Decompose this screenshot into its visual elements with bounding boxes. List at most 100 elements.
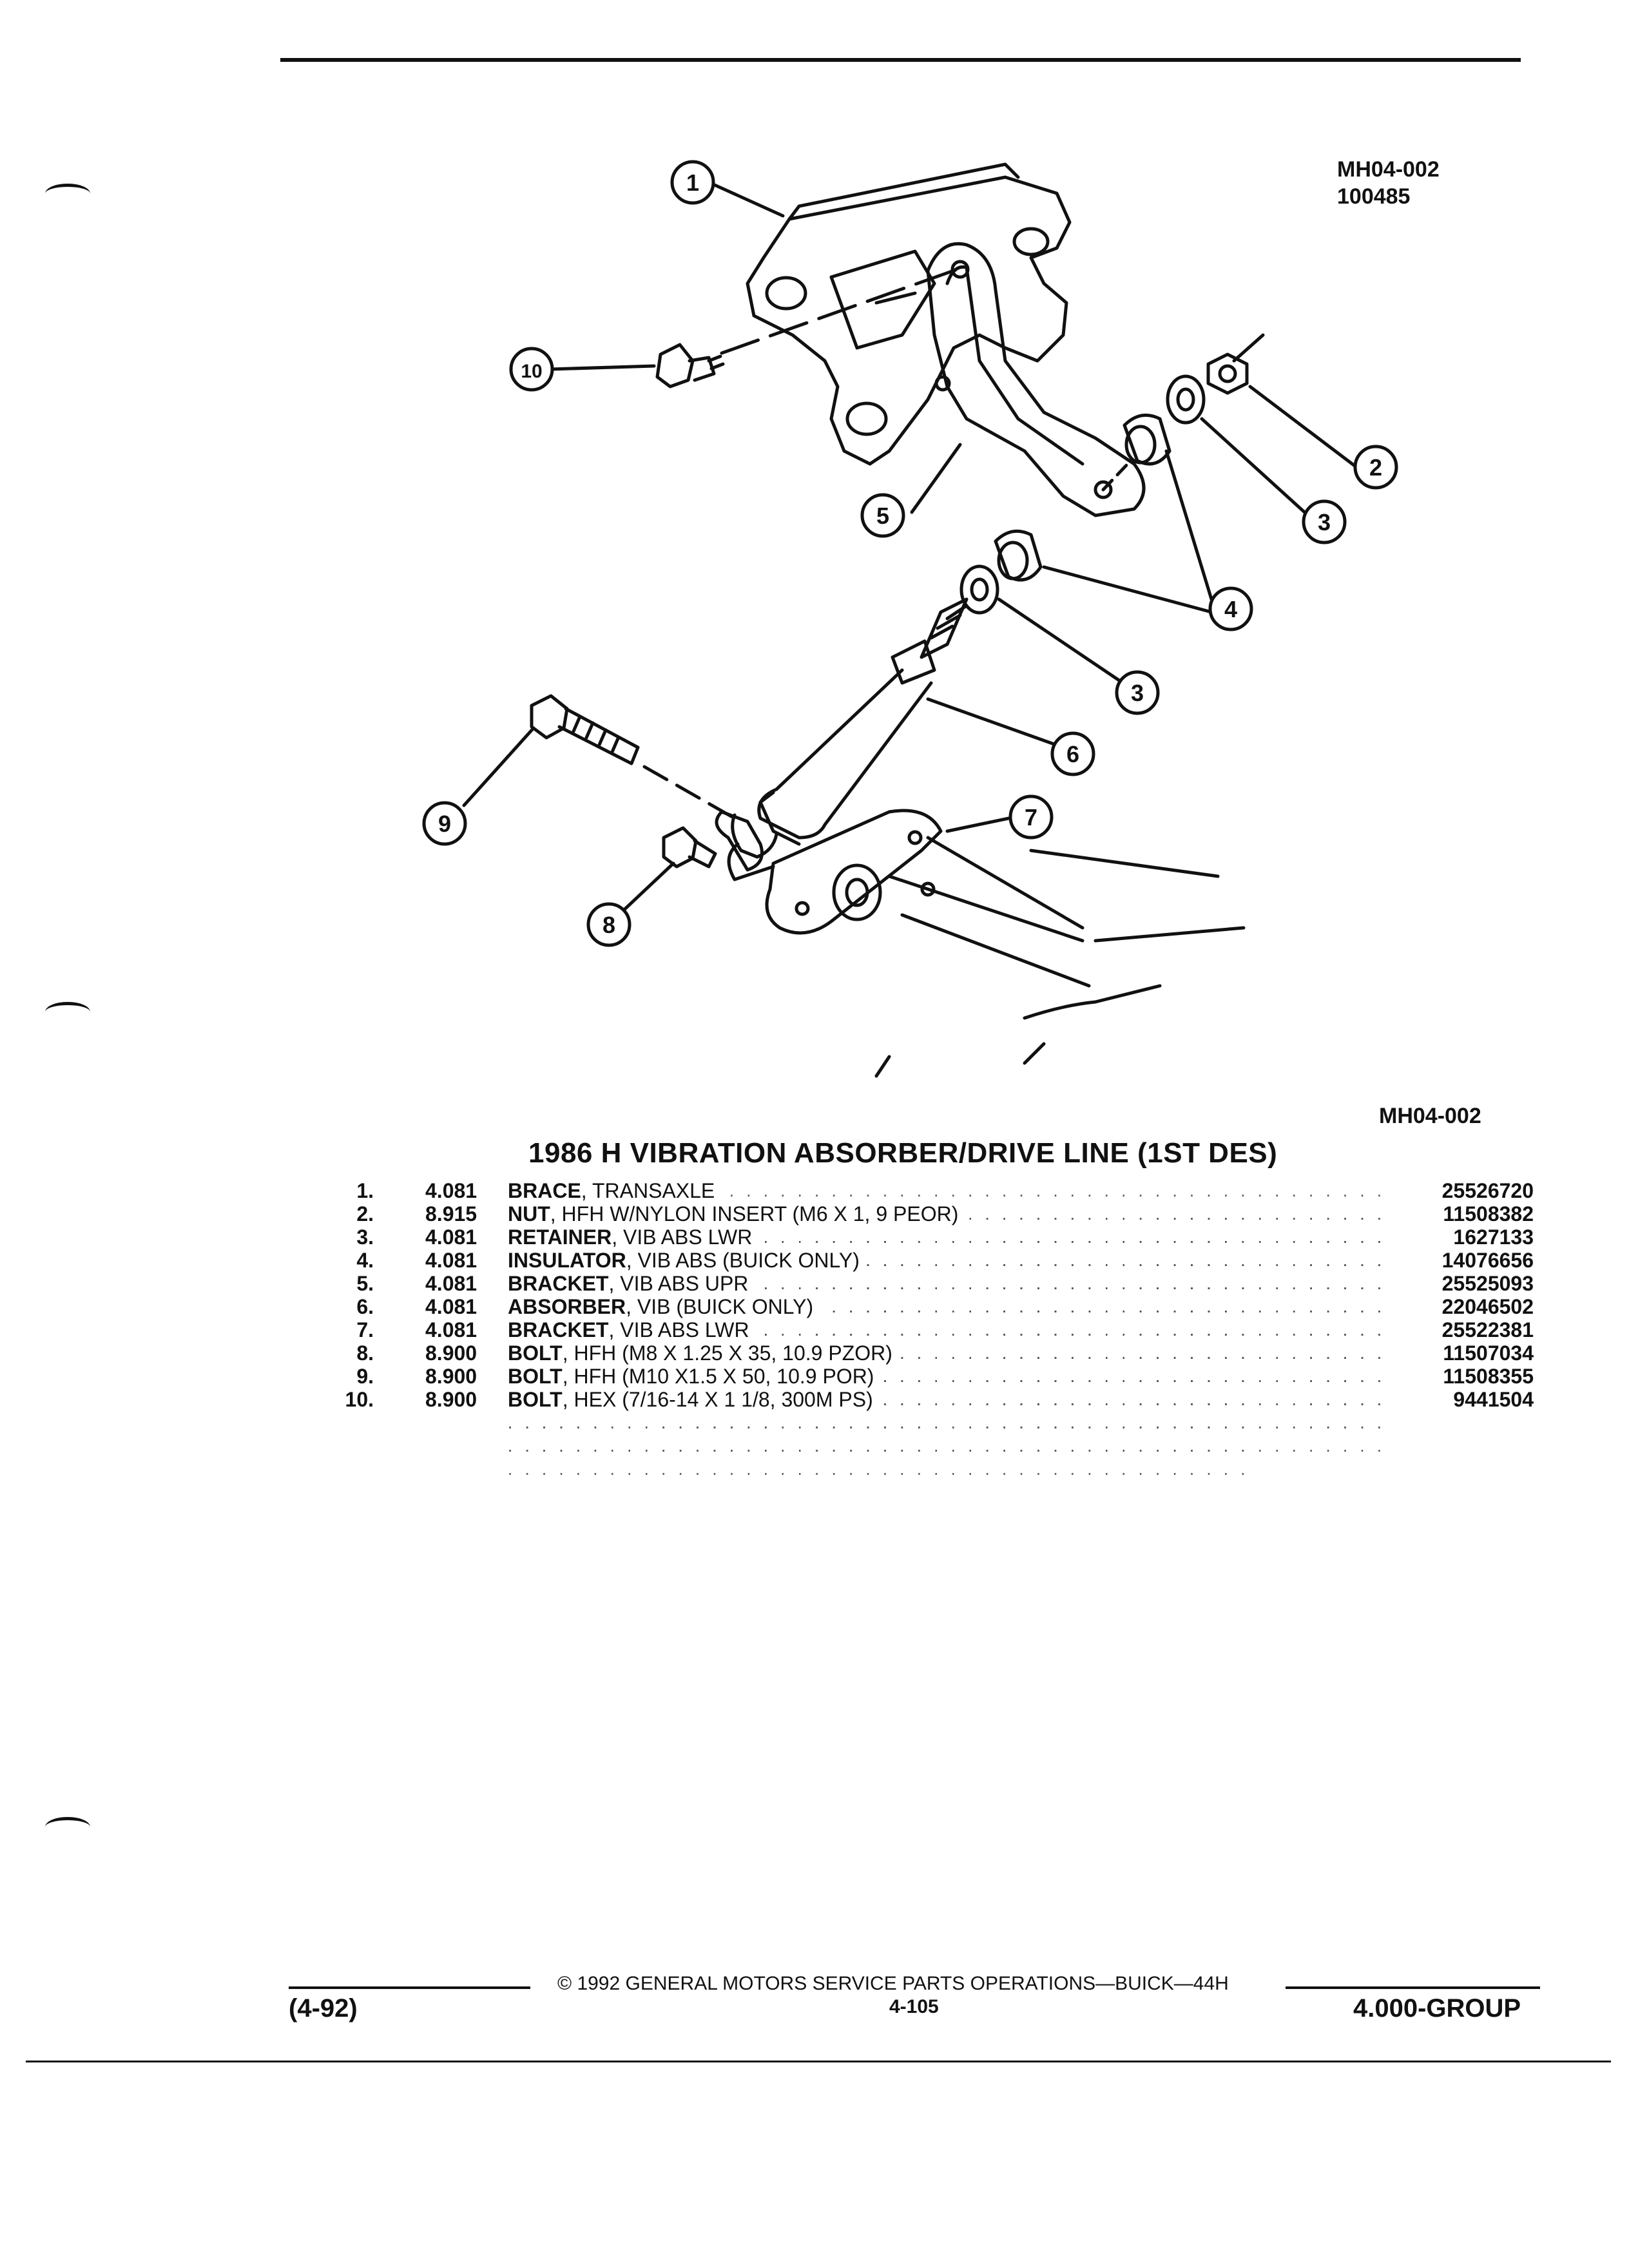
parts-list: 1.4.081. . . . . . . . . . . . . . . . .… — [335, 1179, 1534, 1479]
footer-rule-left — [289, 1986, 530, 1989]
part-number: 1627133 — [1447, 1225, 1534, 1249]
absorber-vib — [727, 597, 969, 881]
callout-circle — [670, 160, 715, 205]
brace-transaxle — [746, 162, 1072, 466]
bracket-vib-abs-upper — [926, 242, 1146, 517]
part-name: BOLT, HFH (M8 X 1.25 X 35, 10.9 PZOR) — [508, 1341, 899, 1365]
insulator-upper — [1123, 413, 1171, 466]
callout-circle — [422, 801, 467, 846]
part-index: 1. — [356, 1179, 374, 1202]
callout-circle — [1050, 731, 1095, 776]
parts-row: 4.4.081. . . . . . . . . . . . . . . . .… — [335, 1249, 1534, 1340]
part-group-code: 4.081 — [425, 1249, 477, 1272]
callout-4: 4 — [1224, 596, 1237, 622]
insulator-lower — [994, 529, 1043, 582]
callout-2: 2 — [1369, 454, 1382, 481]
bracket-vib-abs-lower — [715, 809, 943, 935]
part-number: 11507034 — [1436, 1341, 1534, 1365]
callout-10: 10 — [521, 361, 542, 382]
margin-mark — [45, 1002, 90, 1022]
callout-7: 7 — [1025, 804, 1037, 831]
callout-circle — [1208, 586, 1253, 631]
callout-circle — [509, 347, 554, 392]
callout-5: 5 — [876, 503, 889, 529]
parts-row: 10.8.900. . . . . . . . . . . . . . . . … — [335, 1388, 1534, 1479]
parts-row: 7.4.081. . . . . . . . . . . . . . . . .… — [335, 1318, 1534, 1409]
callout-circle — [1353, 445, 1398, 490]
footer-page-number: 4-105 — [889, 1996, 939, 2017]
footer-date-code: (4-92) — [289, 1994, 358, 2023]
bottom-rule — [26, 2061, 1611, 2062]
parts-list-title: 1986 H VIBRATION ABSORBER/DRIVE LINE (1S… — [528, 1137, 1278, 1169]
callout-circle — [586, 902, 631, 947]
part-group-code: 4.081 — [425, 1295, 477, 1318]
part-name: BRACKET, VIB ABS UPR — [508, 1272, 755, 1295]
part-number: 25525093 — [1435, 1272, 1534, 1295]
callout-circle — [860, 493, 905, 538]
part-index: 3. — [356, 1225, 374, 1249]
top-rule — [280, 58, 1521, 62]
figure-code: MH04-002 — [1337, 157, 1440, 182]
part-group-code: 8.900 — [425, 1365, 477, 1388]
figure-date: 100485 — [1337, 184, 1411, 209]
parts-row: 1.4.081. . . . . . . . . . . . . . . . .… — [335, 1179, 1534, 1270]
callout-3-lower: 3 — [1131, 680, 1144, 706]
part-index: 5. — [356, 1272, 374, 1295]
parts-row: 6.4.081. . . . . . . . . . . . . . . . .… — [335, 1295, 1534, 1386]
part-number: 25526720 — [1435, 1179, 1534, 1202]
part-index: 2. — [356, 1202, 374, 1225]
part-number: 25522381 — [1435, 1318, 1534, 1341]
part-group-code: 4.081 — [425, 1179, 477, 1202]
bolt-hfh-8 — [662, 826, 717, 869]
part-index: 4. — [356, 1249, 374, 1272]
part-index: 6. — [356, 1295, 374, 1318]
callout-circle — [1302, 499, 1347, 544]
margin-mark — [45, 184, 90, 204]
parts-row: 5.4.081. . . . . . . . . . . . . . . . .… — [335, 1272, 1534, 1363]
exploded-parts-diagram: 1 2 3 3 4 5 6 7 8 9 10 — [422, 160, 1398, 1078]
nut-2 — [1206, 352, 1249, 395]
part-group-code: 8.900 — [425, 1388, 477, 1411]
part-name: BOLT, HFH (M10 X1.5 X 50, 10.9 POR) — [508, 1365, 881, 1388]
part-name: BRACKET, VIB ABS LWR — [508, 1318, 756, 1341]
callout-3-upper: 3 — [1318, 509, 1331, 535]
part-index: 7. — [356, 1318, 374, 1341]
part-number: 14076656 — [1435, 1249, 1534, 1272]
callout-1: 1 — [686, 169, 699, 196]
callout-8: 8 — [602, 912, 615, 938]
part-name: ABSORBER, VIB (BUICK ONLY) — [508, 1295, 820, 1318]
callout-6: 6 — [1066, 741, 1079, 767]
part-number: 22046502 — [1435, 1295, 1534, 1318]
footer-copyright: © 1992 GENERAL MOTORS SERVICE PARTS OPER… — [557, 1973, 1229, 1994]
bolt-hfh-9 — [530, 694, 640, 765]
retainer-lower — [959, 564, 999, 615]
part-number: 11508355 — [1436, 1365, 1534, 1388]
part-group-code: 4.081 — [425, 1272, 477, 1295]
footer-rule-right — [1286, 1986, 1540, 1989]
callout-9: 9 — [438, 811, 451, 837]
part-group-code: 8.915 — [425, 1202, 477, 1225]
parts-row: 2.8.915. . . . . . . . . . . . . . . . .… — [335, 1202, 1534, 1293]
part-group-code: 4.081 — [425, 1225, 477, 1249]
part-name: RETAINER, VIB ABS LWR — [508, 1225, 759, 1249]
callout-circle — [1115, 670, 1160, 715]
figure-code-bottom: MH04-002 — [1379, 1104, 1481, 1128]
part-name: INSULATOR, VIB ABS (BUICK ONLY) — [508, 1249, 866, 1272]
part-group-code: 4.081 — [425, 1318, 477, 1341]
part-index: 9. — [356, 1365, 374, 1388]
bolt-hex-10 — [655, 343, 725, 389]
parts-row: 9.8.900. . . . . . . . . . . . . . . . .… — [335, 1365, 1534, 1456]
margin-mark — [45, 1817, 90, 1837]
part-number: 9441504 — [1447, 1388, 1534, 1411]
part-number: 11508382 — [1436, 1202, 1534, 1225]
retainer-upper — [1166, 374, 1206, 425]
part-group-code: 8.900 — [425, 1341, 477, 1365]
parts-row: 8.8.900. . . . . . . . . . . . . . . . .… — [335, 1341, 1534, 1432]
footer-group: 4.000-GROUP — [1353, 1994, 1521, 2023]
part-name: NUT, HFH W/NYLON INSERT (M6 X 1, 9 PEOR) — [508, 1202, 965, 1225]
part-index: 8. — [356, 1341, 374, 1365]
callout-circle — [1008, 794, 1054, 840]
parts-row: 3.4.081. . . . . . . . . . . . . . . . .… — [335, 1225, 1534, 1316]
part-name: BRACE, TRANSAXLE — [508, 1179, 722, 1202]
part-index: 10. — [345, 1388, 374, 1411]
